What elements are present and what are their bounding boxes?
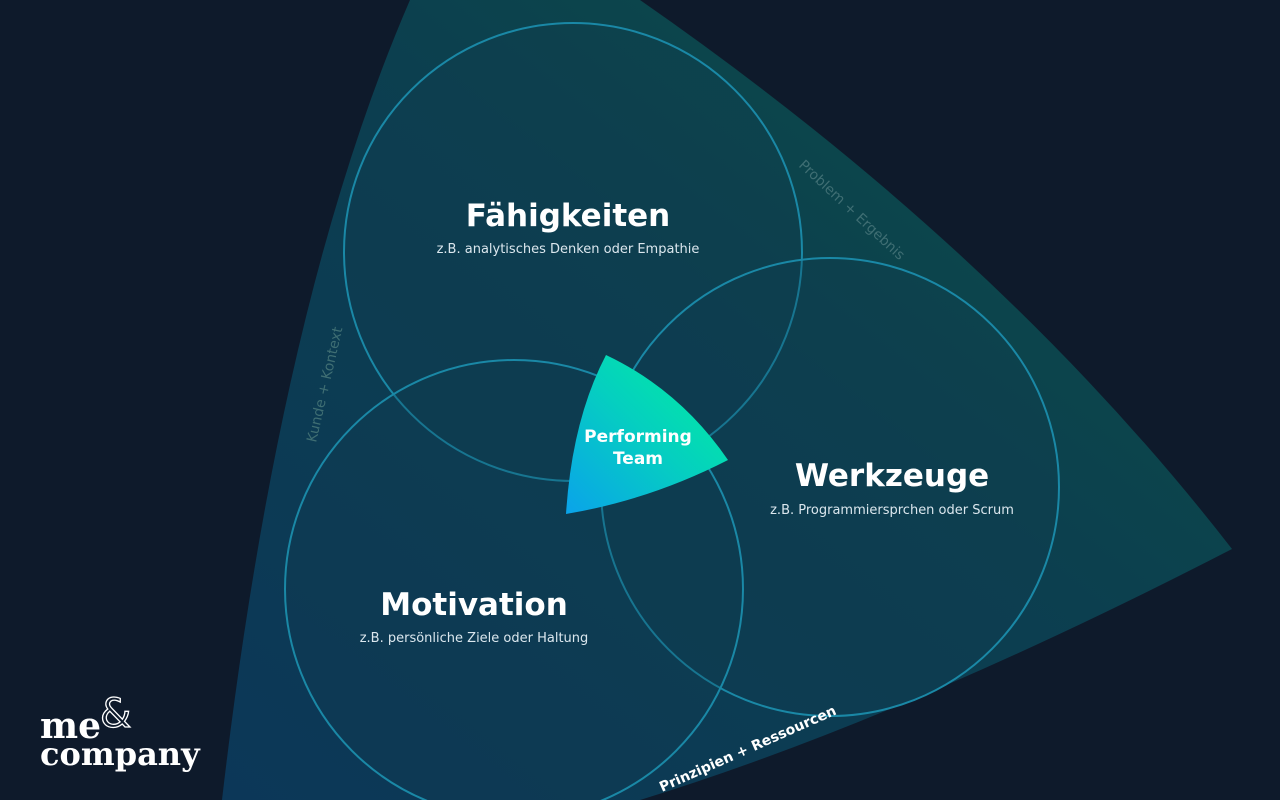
logo-ampersand: &: [100, 691, 131, 737]
faehigkeiten-subtitle: z.B. analytisches Denken oder Empathie: [437, 242, 700, 257]
center-label-line1: Performing: [584, 427, 692, 447]
werkzeuge-title: Werkzeuge: [795, 458, 989, 494]
logo-line2: company: [40, 735, 201, 773]
logo-line1: me: [40, 705, 101, 747]
me-and-company-logo: me & company: [40, 690, 201, 773]
context-sector: [222, 0, 1232, 800]
motivation-title: Motivation: [380, 587, 568, 623]
faehigkeiten-title: Fähigkeiten: [466, 198, 671, 234]
werkzeuge-subtitle: z.B. Programmiersprchen oder Scrum: [770, 503, 1014, 518]
motivation-subtitle: z.B. persönliche Ziele oder Haltung: [360, 631, 589, 646]
center-intersection: [566, 355, 728, 514]
center-label-line2: Team: [613, 449, 663, 469]
